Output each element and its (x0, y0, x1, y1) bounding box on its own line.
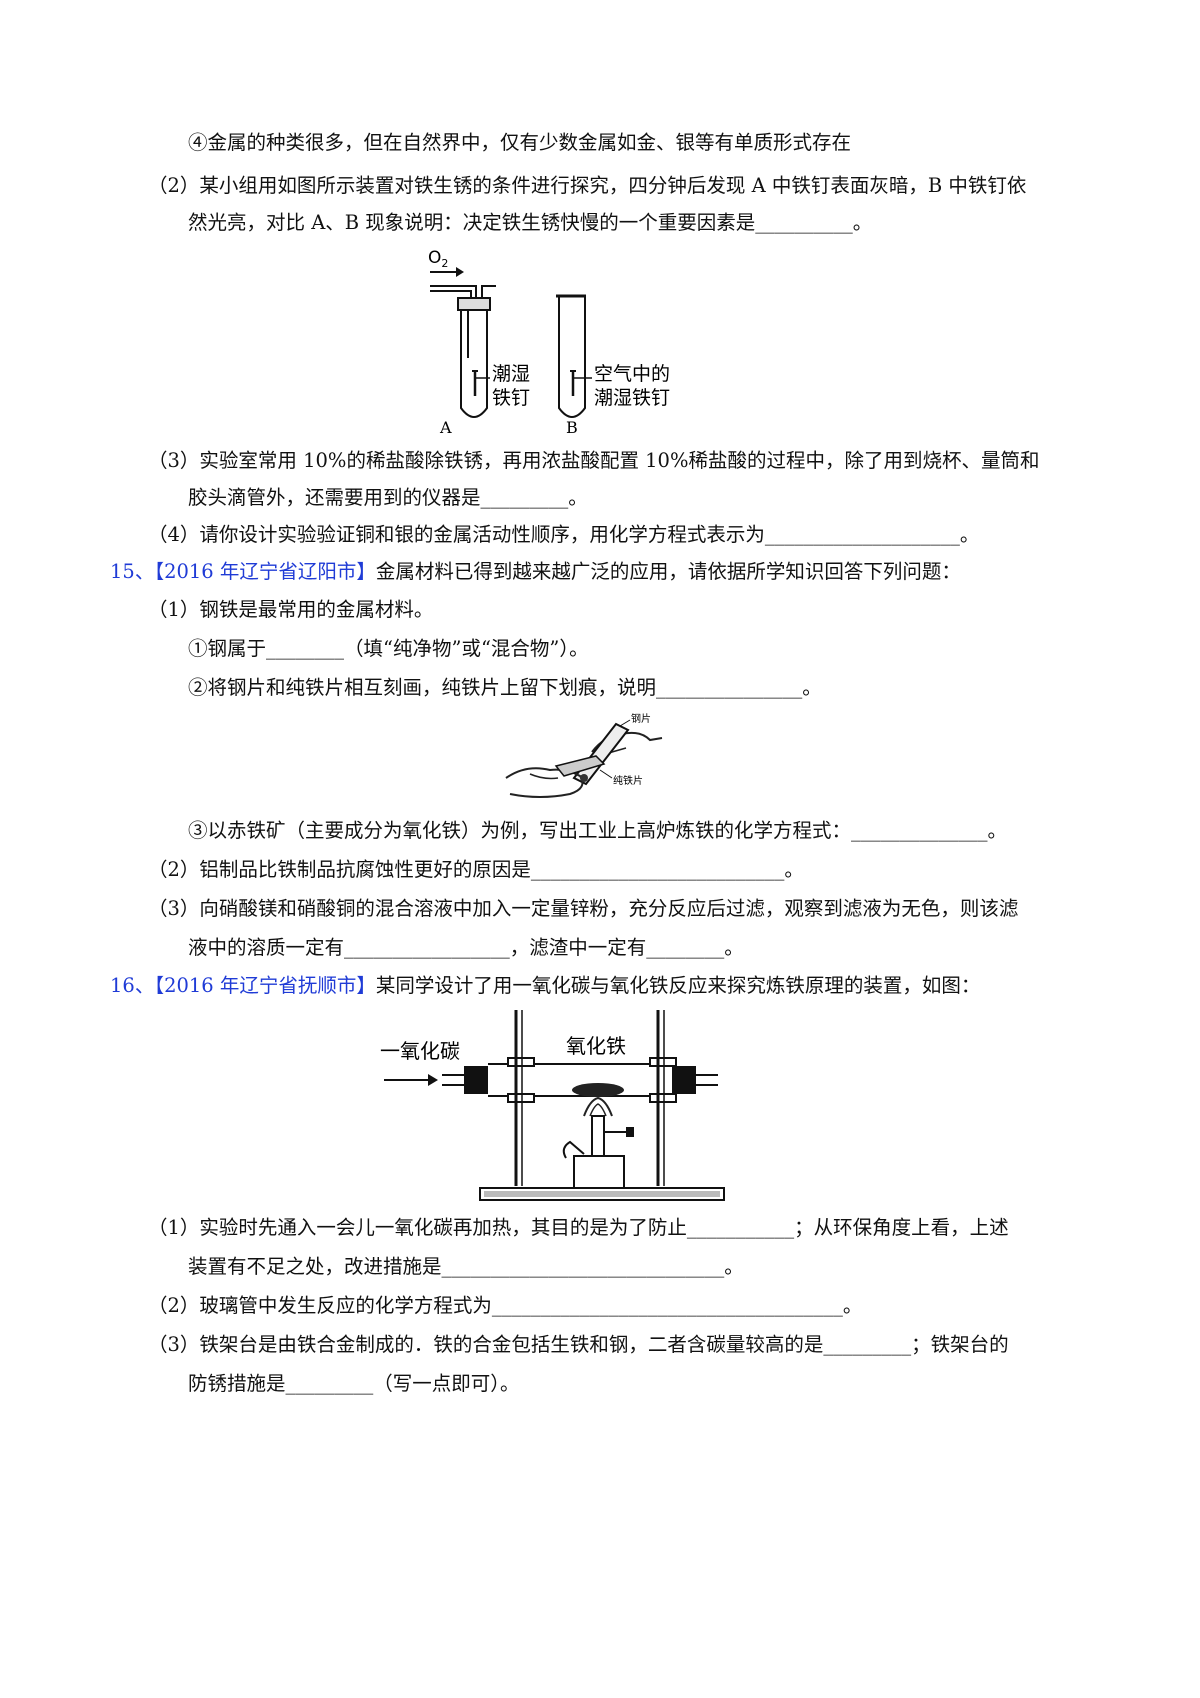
label-nail: 铁钉 (492, 387, 530, 409)
label-moist-nail: 潮湿铁钉 (594, 387, 670, 409)
text-line: （2）某小组用如图所示装置对铁生锈的条件进行探究，四分钟后发现 A 中铁钉表面灰… (148, 174, 1027, 197)
question-text: 某同学设计了用一氧化碳与氧化铁反应来探究炼铁原理的装置，如图： (375, 974, 981, 997)
text-line: ②将钢片和纯铁片相互刻画，纯铁片上留下划痕，说明_______________。 (188, 676, 822, 699)
text-line: ③以赤铁矿（主要成分为氧化铁）为例，写出工业上高炉炼铁的化学方程式：______… (188, 819, 1008, 842)
question-source: 【2016 年辽宁省抚顺市】 (154, 974, 376, 997)
rusting-experiment-figure: O2 潮湿 铁钉 A 空气中的 (420, 246, 710, 438)
question-text: 金属材料已得到越来越广泛的应用，请依据所学知识回答下列问题： (375, 560, 961, 583)
o2-label: O2 (428, 248, 448, 270)
tube-a-label: A (439, 418, 452, 437)
label-in-air: 空气中的 (594, 363, 670, 385)
text-line: 胶头滴管外，还需要用到的仪器是_________。 (188, 486, 588, 509)
text-line: 装置有不足之处，改进措施是___________________________… (188, 1255, 744, 1278)
text-line: （2）玻璃管中发生反应的化学方程式为______________________… (148, 1294, 863, 1317)
carbon-monoxide-label: 一氧化碳 (380, 1039, 460, 1063)
question-15-heading: 15、【2016 年辽宁省辽阳市】金属材料已得到越来越广泛的应用，请依据所学知识… (110, 559, 961, 585)
text-line: （2）铝制品比铁制品抗腐蚀性更好的原因是____________________… (148, 858, 804, 881)
scratch-test-figure: 钢片 纯铁片 (500, 708, 680, 804)
text-line: （4）请你设计实验验证铜和银的金属活动性顺序，用化学方程式表示为________… (148, 523, 980, 546)
steel-sheet-label: 钢片 (631, 712, 651, 725)
text-line: （1）实验时先通入一会儿一氧化碳再加热，其目的是为了防止___________；… (148, 1216, 1009, 1239)
text-line: ①钢属于________（填“纯净物”或“混合物”）。 (188, 637, 589, 660)
iron-oxide-label: 氧化铁 (566, 1034, 626, 1058)
text-line: （1）钢铁是最常用的金属材料。 (148, 598, 434, 621)
text-line: 然光亮，对比 A、B 现象说明：决定铁生锈快慢的一个重要因素是_________… (188, 211, 873, 234)
text-line: ④金属的种类很多，但在自然界中，仅有少数金属如金、银等有单质形式存在 (188, 131, 852, 154)
question-16-heading: 16、【2016 年辽宁省抚顺市】某同学设计了用一氧化碳与氧化铁反应来探究炼铁原… (110, 973, 980, 999)
text-line: 防锈措施是_________（写一点即可）。 (188, 1372, 520, 1395)
text-line: （3）实验室常用 10%的稀盐酸除铁锈，再用浓盐酸配置 10%稀盐酸的过程中，除… (148, 449, 1040, 472)
iron-smelting-apparatus-figure: 一氧化碳 氧化铁 (380, 1008, 740, 1208)
question-number: 15、 (110, 560, 155, 583)
question-source: 【2016 年辽宁省辽阳市】 (154, 560, 376, 583)
text-line: 液中的溶质一定有_________________，滤渣中一定有________… (188, 936, 744, 959)
tube-b-label: B (566, 418, 578, 437)
text-line: （3）铁架台是由铁合金制成的．铁的合金包括生铁和钢，二者含碳量较高的是_____… (148, 1333, 1009, 1356)
label-moist: 潮湿 (492, 363, 530, 385)
text-line: （3）向硝酸镁和硝酸铜的混合溶液中加入一定量锌粉，充分反应后过滤，观察到滤液为无… (148, 897, 1019, 920)
question-number: 16、 (110, 974, 155, 997)
iron-sheet-label: 纯铁片 (613, 774, 643, 787)
